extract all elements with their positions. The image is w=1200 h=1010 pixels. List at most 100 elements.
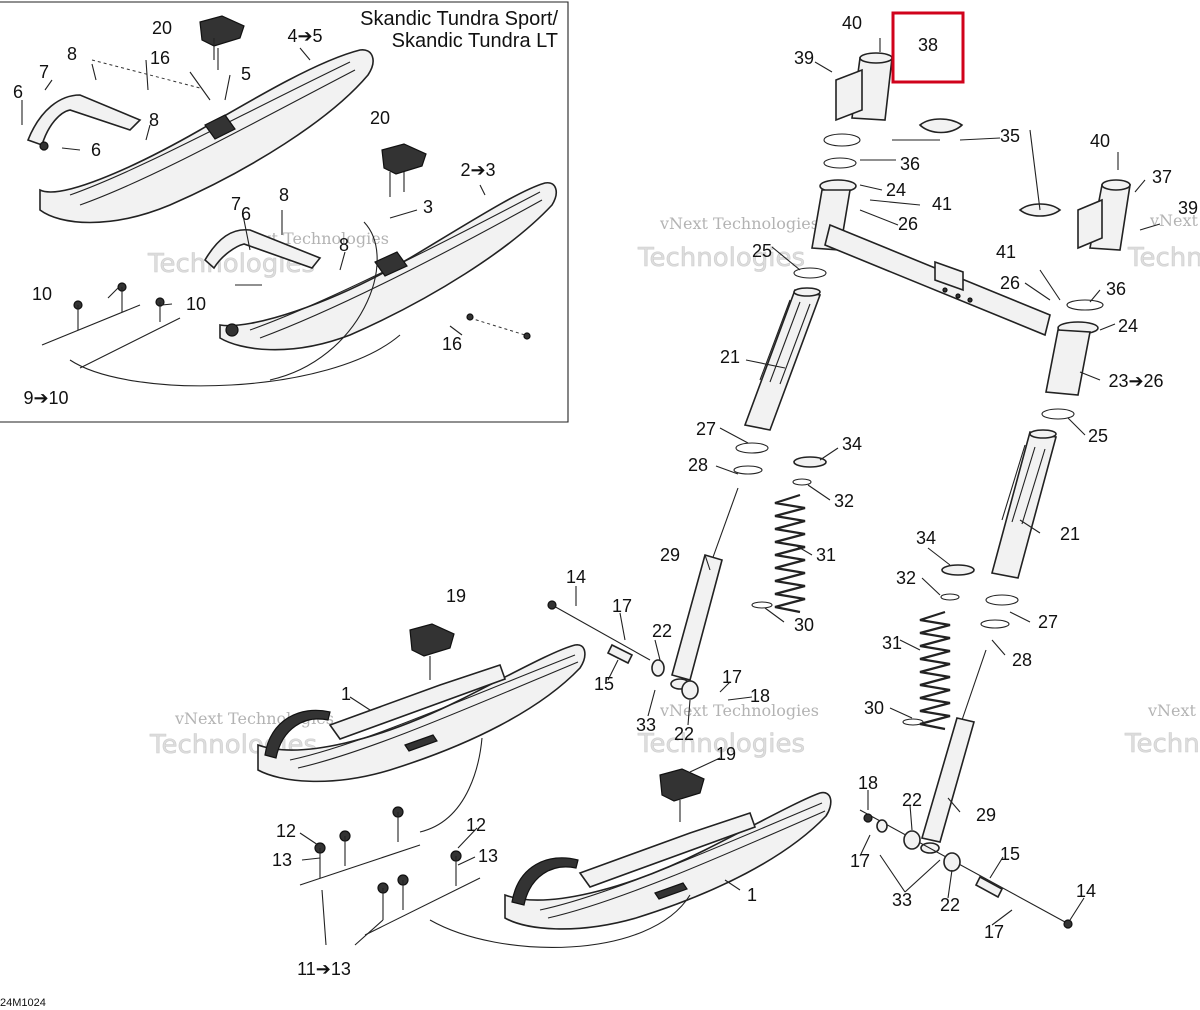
inset-ski-upper: [26, 49, 374, 224]
callout-c8a: 8: [67, 44, 77, 64]
callout-c17c: 17: [850, 851, 870, 871]
inset-title-line-2: Skandic Tundra LT: [392, 30, 558, 52]
callout-c35: 35: [1000, 126, 1020, 146]
sleeve-left: [743, 287, 822, 431]
callout-c3a: 3: [423, 197, 433, 217]
callout-c33b: 33: [892, 890, 912, 910]
ski-pad-icon: [659, 768, 705, 802]
leader-lines: [21, 38, 1161, 946]
callout-c32a: 32: [834, 491, 854, 511]
callout-c27b: 27: [1038, 612, 1058, 632]
callout-c14b: 14: [1076, 881, 1096, 901]
callout-c8d: 8: [339, 235, 349, 255]
callout-c36a: 36: [900, 154, 920, 174]
callout-c27a: 27: [696, 419, 716, 439]
spring-left: [751, 456, 827, 614]
callout-c26a: 26: [898, 214, 918, 234]
steering-column-right: [918, 118, 1131, 420]
callout-c1b: 1: [747, 885, 757, 905]
ski-pad-icon: [199, 15, 245, 47]
callout-c34a: 34: [842, 434, 862, 454]
callout-c16a: 16: [150, 48, 170, 68]
callout-c24a: 24: [886, 180, 906, 200]
callout-c39a: 39: [794, 48, 814, 68]
callout-c15a: 15: [594, 674, 614, 694]
callout-c21b: 21: [1060, 524, 1080, 544]
callout-c6b: 6: [91, 140, 101, 160]
callout-c14a: 14: [566, 567, 586, 587]
callout-c33a: 33: [636, 715, 656, 735]
runners-main: [299, 737, 691, 948]
inset-panel: Skandic Tundra Sport/ Skandic Tundra LT: [0, 1, 569, 423]
callout-c17a: 17: [612, 596, 632, 616]
callout-c38: 38: [918, 35, 938, 55]
callout-c28a: 28: [688, 455, 708, 475]
callout-c37: 37: [1152, 167, 1172, 187]
callout-c21a: 21: [720, 347, 740, 367]
spring-right: [902, 564, 975, 731]
callout-c16b: 16: [442, 334, 462, 354]
ski-pad-icon: [381, 143, 427, 175]
callout-c11to13: 11➔13: [297, 959, 351, 979]
callout-c13a: 13: [272, 850, 292, 870]
inset-ski-lower: [203, 182, 557, 351]
watermark-text: vNext Technologies: [1149, 211, 1200, 230]
inset-title-line-1: Skandic Tundra Sport/: [360, 8, 558, 30]
watermark-text: Technologies: [1124, 729, 1200, 759]
callout-c20a: 20: [152, 18, 172, 38]
callout-c30b: 30: [864, 698, 884, 718]
shock-right: [920, 594, 1019, 854]
ski-main-upper: [257, 644, 586, 783]
callout-c30a: 30: [794, 615, 814, 635]
callout-c5a: 5: [241, 64, 251, 84]
watermark-text: Technologies: [637, 729, 805, 759]
crossbar: [824, 223, 1051, 337]
inset-runners: [41, 282, 181, 369]
watermark-text: Technologies: [1127, 243, 1200, 273]
callout-c10a: 10: [32, 284, 52, 304]
ski-pad-icon: [409, 623, 455, 657]
watermark-text: Technologies: [637, 243, 805, 273]
callout-c2to3: 2➔3: [460, 160, 495, 180]
callout-c6a: 6: [13, 82, 23, 102]
drawing-code: 24M1024: [0, 997, 46, 1009]
callout-c8b: 8: [149, 110, 159, 130]
watermark-text: vNext Technologies: [659, 701, 819, 720]
callout-c24b: 24: [1118, 316, 1138, 336]
highlight-box: [891, 11, 965, 84]
callout-c1a: 1: [341, 684, 351, 704]
callout-c31b: 31: [882, 633, 902, 653]
shock-left: [670, 442, 769, 690]
callout-c19a: 19: [446, 586, 466, 606]
callout-c17b: 17: [722, 667, 742, 687]
callout-c18a: 18: [750, 686, 770, 706]
callout-c39b: 39: [1178, 198, 1198, 218]
callout-c41b: 41: [996, 242, 1016, 262]
callout-c19b: 19: [716, 744, 736, 764]
callout-c29a: 29: [660, 545, 680, 565]
watermark-text: vNext Technologies: [1147, 701, 1200, 720]
callout-c32b: 32: [896, 568, 916, 588]
callout-c26b: 26: [1000, 273, 1020, 293]
watermark-text: Technologies: [147, 249, 315, 279]
callout-c17d: 17: [984, 922, 1004, 942]
callout-c7b: 7: [231, 194, 241, 214]
callout-c23to26: 23➔26: [1108, 371, 1163, 391]
callout-c7a: 7: [39, 62, 49, 82]
callout-c6c: 6: [241, 204, 251, 224]
callout-c22b: 22: [674, 724, 694, 744]
sleeve-right: [991, 429, 1057, 579]
callout-c18b: 18: [858, 773, 878, 793]
callout-c15b: 15: [1000, 844, 1020, 864]
callout-c12b: 12: [466, 815, 486, 835]
callout-c40a: 40: [842, 13, 862, 33]
callout-c12a: 12: [276, 821, 296, 841]
callout-c4to5: 4➔5: [287, 26, 322, 46]
callout-c25b: 25: [1088, 426, 1108, 446]
callout-c9to10: 9➔10: [23, 388, 68, 408]
callout-c36b: 36: [1106, 279, 1126, 299]
callout-c22a: 22: [652, 621, 672, 641]
callout-c13b: 13: [478, 846, 498, 866]
